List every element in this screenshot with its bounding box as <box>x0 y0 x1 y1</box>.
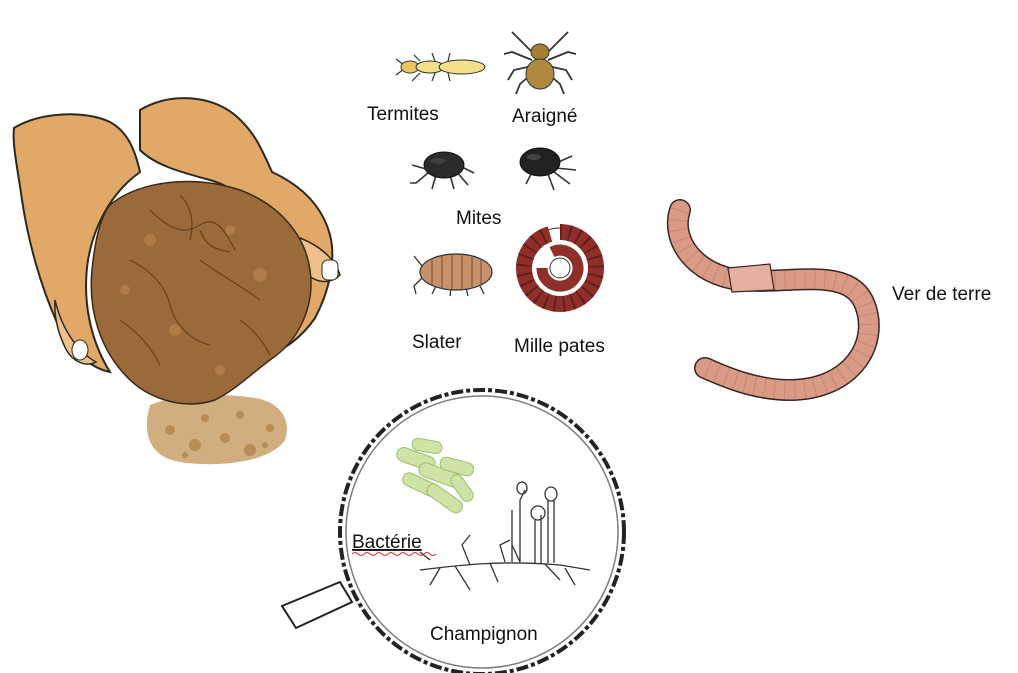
label-mites: Mites <box>456 208 501 229</box>
label-termites: Termites <box>367 104 439 125</box>
label-mille-pates: Mille pates <box>514 336 605 357</box>
label-ver-de-terre: Ver de terre <box>892 284 991 305</box>
earthworm-icon <box>678 210 869 390</box>
label-bacterie: Bactérie <box>352 532 422 553</box>
label-champignon: Champignon <box>430 624 538 645</box>
label-araigne: Araigné <box>512 106 578 127</box>
termite-icon <box>396 53 485 81</box>
slater-icon <box>414 254 492 296</box>
mite-icon <box>410 152 474 189</box>
hands-holding-soil-icon <box>14 98 340 464</box>
spider-icon <box>504 32 576 94</box>
millipede-icon <box>520 228 600 308</box>
label-slater: Slater <box>412 332 462 353</box>
mite-icon <box>520 148 576 190</box>
